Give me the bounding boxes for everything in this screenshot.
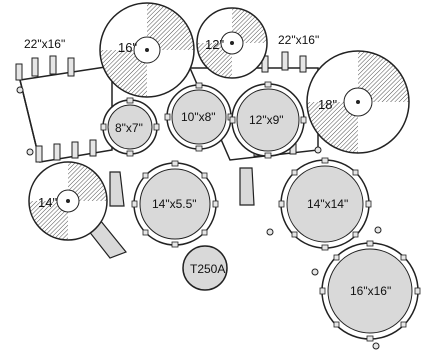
tom-8x7-label: 8"x7" <box>115 121 143 135</box>
cymbal-12-label: 12" <box>205 37 224 52</box>
tom-8x7: 8"x7" <box>100 97 160 157</box>
hihat-14-label: 14" <box>38 195 57 210</box>
hihat-14: 14" <box>28 161 127 259</box>
bass-drum-left-label: 22"x16" <box>24 37 65 51</box>
throne-t250a: T250A <box>182 245 228 291</box>
tom-12x9-label: 12"x9" <box>249 113 284 127</box>
kick-pedal-right <box>239 167 255 206</box>
tom-10x8-label: 10"x8" <box>181 110 216 124</box>
cymbal-16: 16" <box>99 2 195 98</box>
snare-14x5-5: 14"x5.5" <box>131 160 219 248</box>
cymbal-12: 12" <box>196 7 268 79</box>
floor-tom-16x16: 16"x16" <box>311 240 421 350</box>
kick-pedal-left <box>109 171 125 207</box>
floor-tom-16-label: 16"x16" <box>350 284 391 298</box>
cymbal-18: 18" <box>306 50 410 154</box>
throne-label: T250A <box>190 262 225 276</box>
cymbal-16-label: 16" <box>118 40 137 55</box>
floor-tom-14x14: 14"x14" <box>266 146 382 251</box>
snare-label: 14"x5.5" <box>152 197 197 211</box>
floor-tom-14-label: 14"x14" <box>307 197 348 211</box>
bass-drum-right-label: 22"x16" <box>278 33 319 47</box>
bass-drum-left <box>15 55 113 163</box>
tom-12x9: 12"x9" <box>229 81 307 159</box>
tom-10x8: 10"x8" <box>164 82 234 152</box>
cymbal-18-label: 18" <box>318 97 337 112</box>
